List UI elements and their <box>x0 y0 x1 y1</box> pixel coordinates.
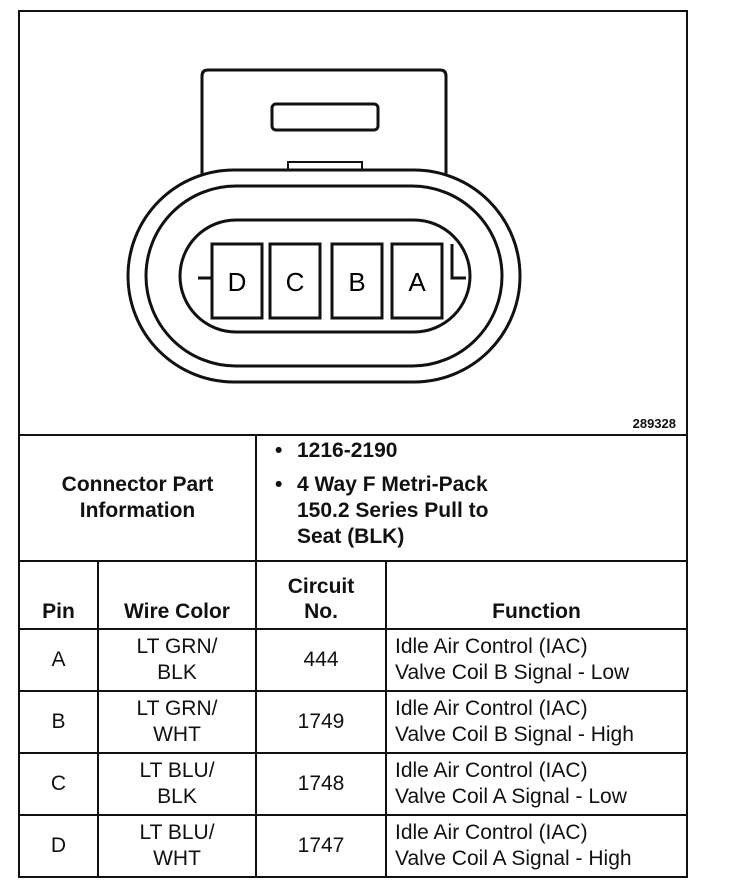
pin-slot-b: B <box>330 242 384 320</box>
pin-cell: A <box>20 628 99 692</box>
connector-terminal-cavity <box>178 218 472 334</box>
connector-info-row: Connector Part Information 1216-2190 4 W… <box>20 434 686 562</box>
figure-id: 289328 <box>632 416 676 431</box>
wire-color-cell: LT GRN/ BLK <box>97 628 257 692</box>
part-number-item: 1216-2190 <box>275 438 686 464</box>
connector-info-list: 1216-2190 4 Way F Metri-Pack 150.2 Serie… <box>257 438 686 550</box>
connector-info-label: Connector Part Information <box>20 434 257 562</box>
function-cell: Idle Air Control (IAC) Valve Coil A Sign… <box>385 814 686 876</box>
key-notch-right <box>450 244 466 280</box>
pin-label-c: C <box>286 267 305 297</box>
lock-tab-slot <box>270 102 380 132</box>
table-header-row: Pin Wire Color Circuit No. Function <box>20 560 686 630</box>
connector-outer-shell <box>126 168 522 384</box>
circuit-cell: 1748 <box>255 752 387 816</box>
table-row: D LT BLU/ WHT 1747 Idle Air Control (IAC… <box>20 814 686 876</box>
header-circuit-no: Circuit No. <box>255 560 387 630</box>
wire-color-cell: LT GRN/ WHT <box>97 690 257 754</box>
pin-cell: B <box>20 690 99 754</box>
function-cell: Idle Air Control (IAC) Valve Coil B Sign… <box>385 690 686 754</box>
pin-label-b: B <box>348 267 365 297</box>
wire-color-cell: LT BLU/ BLK <box>97 752 257 816</box>
connector-diagram: D C B A 289328 <box>20 12 686 436</box>
table-row: C LT BLU/ BLK 1748 Idle Air Control (IAC… <box>20 752 686 816</box>
table-row: B LT GRN/ WHT 1749 Idle Air Control (IAC… <box>20 690 686 754</box>
connector-info-list-cell: 1216-2190 4 Way F Metri-Pack 150.2 Serie… <box>255 434 686 562</box>
function-cell: Idle Air Control (IAC) Valve Coil A Sign… <box>385 752 686 816</box>
circuit-cell: 1747 <box>255 814 387 876</box>
header-function: Function <box>385 560 686 630</box>
function-cell: Idle Air Control (IAC) Valve Coil B Sign… <box>385 628 686 692</box>
pin-label-d: D <box>228 267 247 297</box>
header-pin: Pin <box>20 560 99 630</box>
wire-color-cell: LT BLU/ WHT <box>97 814 257 876</box>
connector-type-item: 4 Way F Metri-Pack 150.2 Series Pull to … <box>275 472 686 550</box>
pin-label-a: A <box>408 267 426 297</box>
pin-slot-a: A <box>390 242 444 320</box>
connector-inner-shell <box>144 184 504 368</box>
circuit-cell: 1749 <box>255 690 387 754</box>
pin-slot-c: C <box>268 242 322 320</box>
pin-slot-d: D <box>210 242 264 320</box>
connector-sheet: D C B A 289328 Connector P <box>18 10 688 878</box>
table-row: A LT GRN/ BLK 444 Idle Air Control (IAC)… <box>20 628 686 692</box>
connector-lock-tab <box>200 68 448 174</box>
connector-table: Connector Part Information 1216-2190 4 W… <box>20 434 686 876</box>
pin-cell: D <box>20 814 99 876</box>
lock-tab-base <box>287 161 363 170</box>
circuit-cell: 444 <box>255 628 387 692</box>
connector-face-drawing: D C B A <box>126 68 522 384</box>
header-wire-color: Wire Color <box>97 560 257 630</box>
pin-cell: C <box>20 752 99 816</box>
